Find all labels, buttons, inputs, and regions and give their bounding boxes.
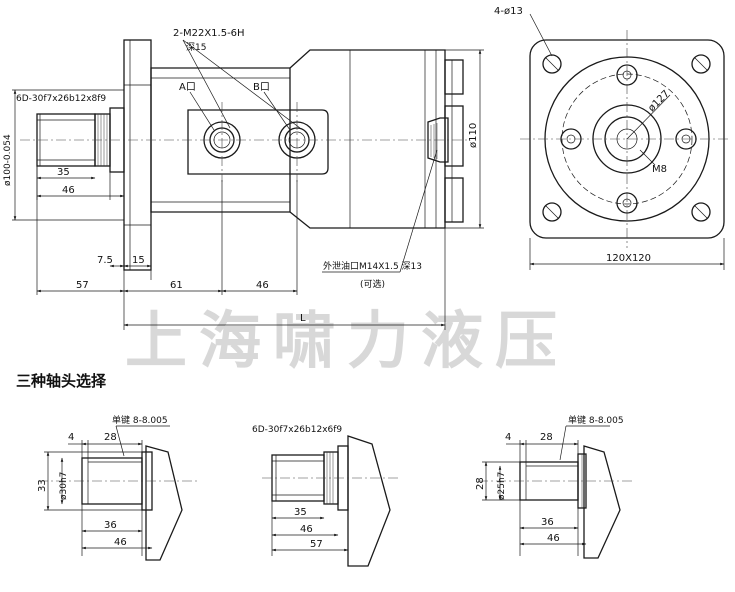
opt3-dim-c: 28	[475, 477, 486, 490]
opt1-dim-c: 33	[37, 479, 48, 492]
opt3-dim-a: 4	[505, 432, 511, 443]
drain-port-boss	[427, 117, 449, 163]
thread-port-label: 2-M22X1.5-6H	[173, 28, 245, 39]
opt1-dim-e: 36	[104, 520, 117, 531]
bolt-circle-label: ø127	[646, 89, 672, 115]
main-side-view: 2-M22X1.5-6H 深15 A口 B口 6D-30f7x26b12x8f9…	[3, 28, 484, 330]
mount-hole-bl	[542, 202, 562, 222]
mounting-flange	[123, 39, 152, 271]
dim-shaft-len: 46	[62, 185, 75, 196]
shaft-option-key30: 单键 8-8.005 4 28 33 ø30h7 36 46	[37, 414, 200, 561]
dim-port-spacing: 46	[256, 280, 269, 291]
watermark-text: 上海啸力液压	[125, 304, 569, 377]
opt3-dim-d: ø25h7	[497, 472, 507, 500]
end-size-label: 120X120	[606, 253, 651, 264]
dim-shaft-thread-len: 35	[57, 167, 70, 178]
opt3-key-label: 单键 8-8.005	[568, 414, 624, 426]
shaft-option-key25: 单键 8-8.005 4 28 28 ø25h7 36 46	[475, 414, 635, 559]
dim-total-len: L	[300, 313, 306, 324]
mount-hole-tr	[691, 54, 711, 74]
dim-flange-face: 15	[132, 255, 145, 266]
section-title: 三种轴头选择	[16, 372, 107, 390]
opt1-dim-b: 28	[104, 432, 117, 443]
housing-diameter-label: ø110	[468, 123, 479, 148]
drain-port-label: 外泄油口M14X1.5 深13	[323, 260, 422, 272]
opt2-dim-b: 46	[300, 524, 313, 535]
port-a-label: A口	[179, 82, 196, 93]
opt1-dim-f: 46	[114, 537, 127, 548]
mount-hole-tl	[542, 54, 562, 74]
end-view: 4-ø13 ø127 M8 120X120	[494, 6, 730, 270]
opt2-dim-c: 57	[310, 539, 323, 550]
mount-hole-br	[691, 202, 711, 222]
center-thread-label: M8	[652, 164, 667, 175]
opt3-dim-e: 36	[541, 517, 554, 528]
shaft-option-spline: 6D-30f7x26b12x6f9 35 46 57	[252, 425, 400, 567]
opt2-spline-label: 6D-30f7x26b12x6f9	[252, 425, 342, 435]
pilot-diameter-label: ø100-0.054	[3, 134, 13, 186]
opt1-key-label: 单键 8-8.005	[112, 414, 168, 426]
opt2-dim-a: 35	[294, 507, 307, 518]
drain-note-label: (可选)	[360, 278, 385, 290]
thread-port-depth-label: 深15	[186, 42, 206, 53]
dim-flange-thk: 7.5	[97, 255, 113, 266]
port-plate	[187, 109, 329, 175]
opt1-dim-d: ø30h7	[59, 472, 69, 500]
dim-port-a-pos: 61	[170, 280, 183, 291]
port-b-label: B口	[253, 82, 270, 93]
opt1-dim-a: 4	[68, 432, 74, 443]
dim-flange-to-end: 57	[76, 280, 89, 291]
spline-spec-label: 6D-30f7x26b12x8f9	[16, 94, 106, 104]
holes-label: 4-ø13	[494, 6, 523, 17]
opt3-dim-b: 28	[540, 432, 553, 443]
opt3-dim-f: 46	[547, 533, 560, 544]
